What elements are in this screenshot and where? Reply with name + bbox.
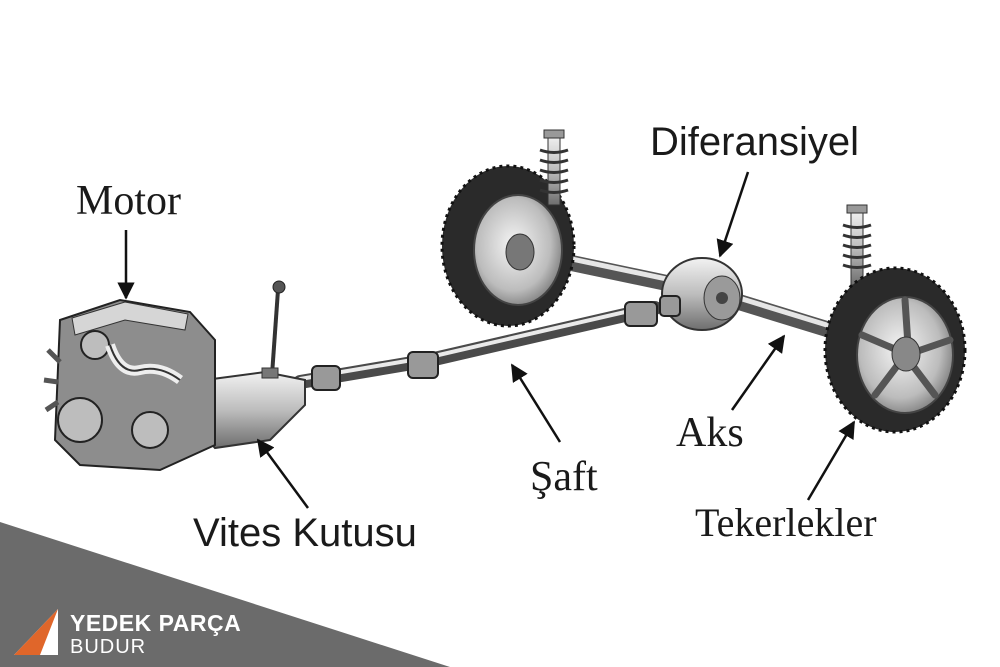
brand-subname: BUDUR (70, 636, 147, 658)
shock-absorber-illustration (842, 204, 872, 286)
arrow-aks (730, 334, 786, 411)
gearbox-illustration (198, 280, 306, 450)
shock-absorber-illustration (539, 129, 569, 206)
arrow-saft (510, 363, 562, 443)
engine-illustration (43, 298, 216, 472)
brand-name: YEDEK PARÇA (70, 610, 242, 636)
arrow-tekerlekler (806, 420, 856, 501)
wheel-illustration (440, 164, 576, 328)
label-tekerlekler: Tekerlekler (695, 500, 877, 545)
label-diferansiyel: Diferansiyel (650, 120, 859, 164)
label-motor: Motor (76, 178, 181, 224)
callout-arrows (117, 171, 856, 509)
label-saft: Şaft (530, 454, 598, 500)
label-aks: Aks (676, 410, 744, 456)
arrow-diferansiyel (716, 171, 750, 258)
wheel-illustration (823, 266, 967, 434)
arrow-vites-kutusu (256, 438, 310, 509)
drive-shaft-illustration (293, 295, 681, 391)
differential-illustration (661, 257, 743, 331)
label-vites-kutusu: Vites Kutusu (193, 511, 417, 555)
